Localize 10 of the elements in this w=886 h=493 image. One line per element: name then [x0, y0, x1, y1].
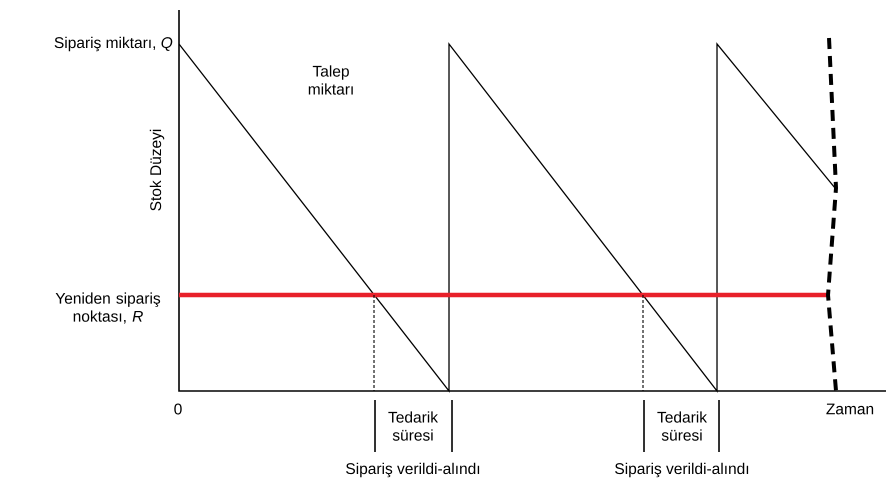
name-label: Sipariş miktarı, Q	[54, 36, 172, 52]
axis-title: Stok Düzeyi	[150, 130, 164, 211]
reorder-label: Yeniden sipariş noktası, R	[56, 292, 160, 324]
event-label: Sipariş verildi-alındı	[346, 462, 480, 478]
event-label: Sipariş verildi-alındı	[615, 462, 748, 478]
bracket-label: Tedarik süresi	[388, 411, 438, 441]
axis-tick-label: 0	[174, 404, 182, 414]
curve-label: Talep miktarı	[308, 65, 353, 95]
axis-title: Zaman	[826, 404, 874, 414]
bracket-label: Tedarik süresi	[657, 411, 707, 441]
